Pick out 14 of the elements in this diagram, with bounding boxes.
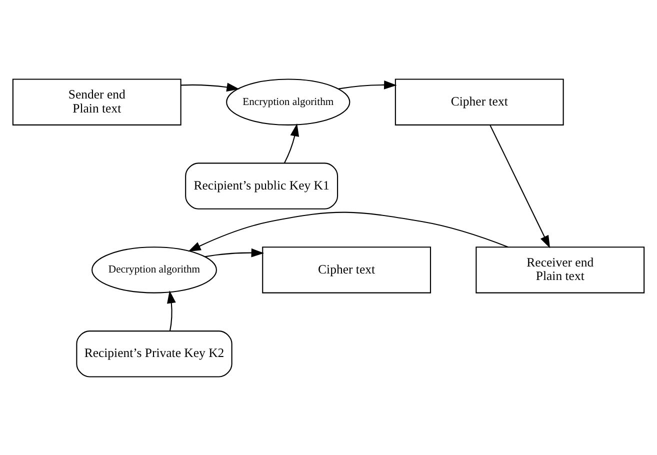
arrow <box>188 211 508 252</box>
node-box: Cipher text <box>394 78 564 125</box>
arrow <box>167 290 176 331</box>
node-box: Sender end Plain text <box>12 78 182 125</box>
arrow <box>180 82 240 92</box>
node-box: Cipher text <box>262 246 432 293</box>
node-box: Receiver end Plain text <box>476 246 645 293</box>
arrow <box>338 80 397 89</box>
node-box: Recipient’s public Key K1 <box>185 162 338 209</box>
arrow <box>490 124 550 248</box>
node-box: Recipient’s Private Key K2 <box>76 330 232 377</box>
arrow <box>284 122 300 163</box>
node-ellipse: Decryption algorithm <box>92 246 217 293</box>
arrow <box>204 248 264 257</box>
